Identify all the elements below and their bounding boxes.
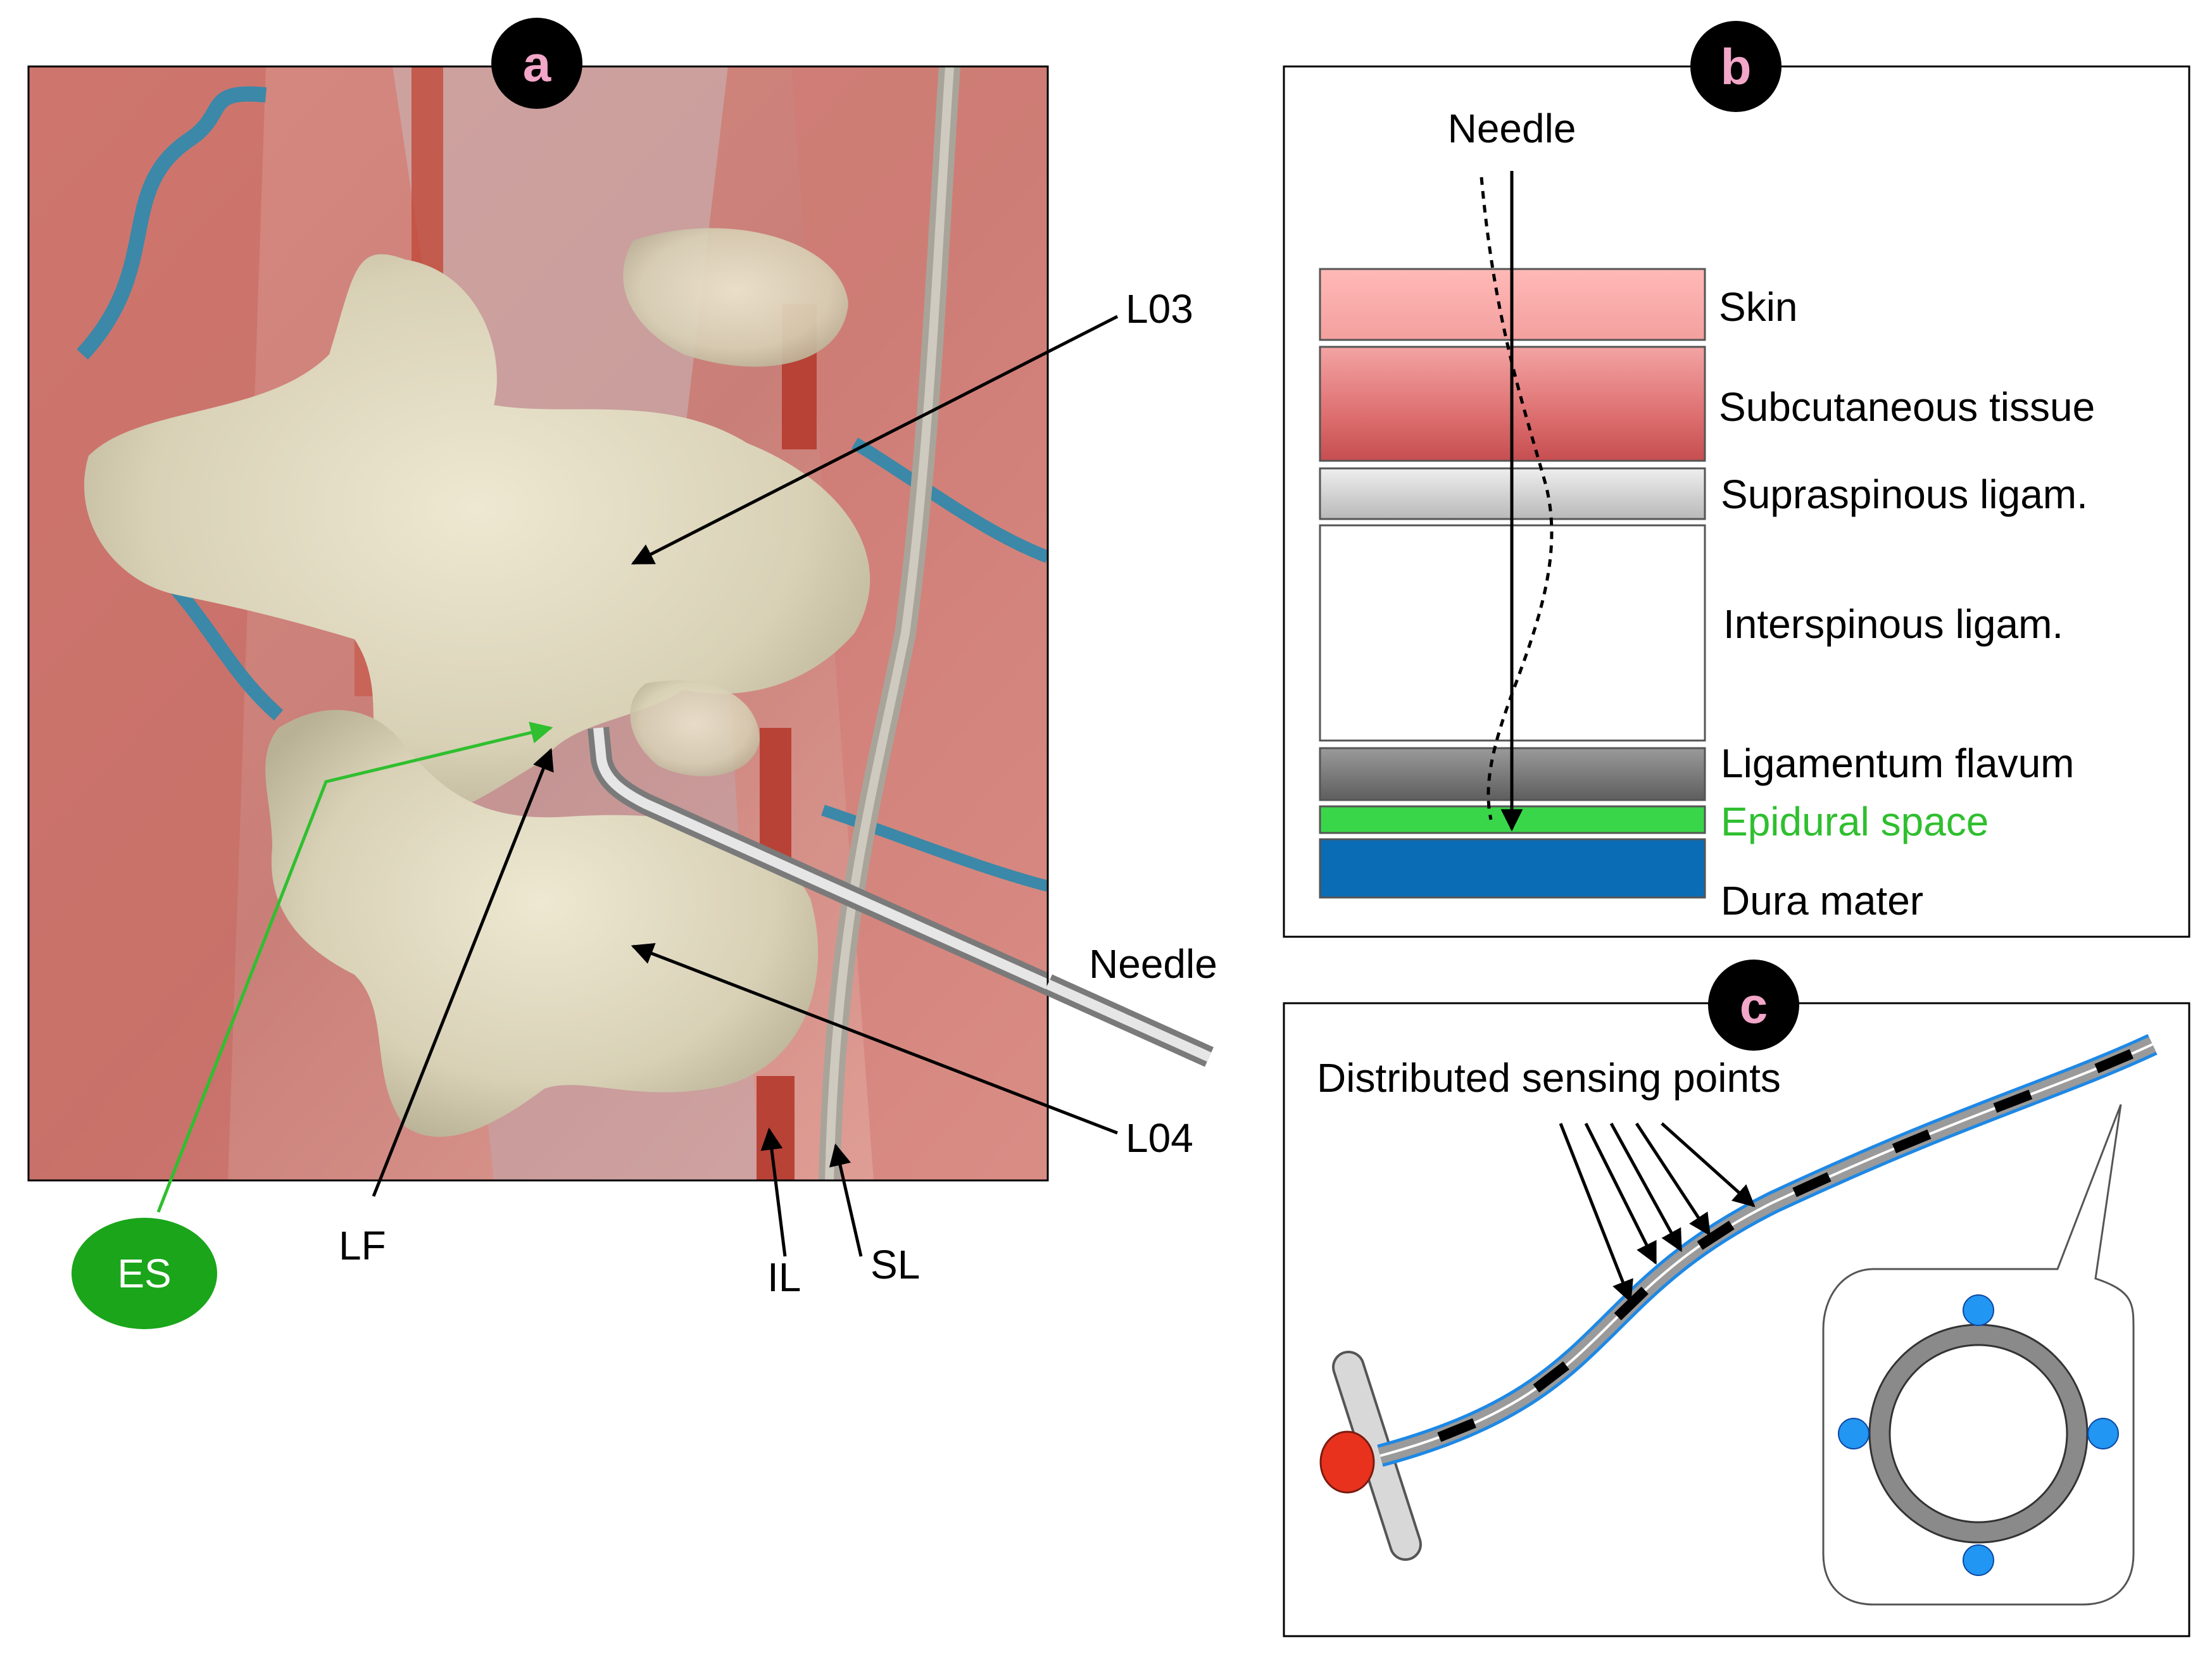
sensing-point-4 bbox=[1697, 1220, 1735, 1250]
needle-label-a: Needle bbox=[1089, 941, 1217, 987]
layer-label-supraspinous: Supraspinous ligam. bbox=[1721, 472, 2088, 517]
sensor-core-bottom bbox=[1963, 1544, 1994, 1576]
badge-b-label: b bbox=[1721, 39, 1752, 95]
es-label: ES bbox=[117, 1251, 171, 1296]
catheter-handle bbox=[1335, 1353, 1419, 1558]
es-badge bbox=[72, 1218, 217, 1329]
l04-arrow bbox=[631, 943, 1118, 1135]
sensing-arrow-2 bbox=[1584, 1122, 1657, 1265]
sensor-core-top bbox=[1963, 1294, 1994, 1326]
layer-dura bbox=[1319, 838, 1706, 899]
l04-label: L04 bbox=[1126, 1115, 1193, 1161]
lf-arrow bbox=[372, 748, 554, 1197]
lf-label: LF bbox=[339, 1223, 386, 1268]
layer-label-flavum: Ligamentum flavum bbox=[1721, 741, 2074, 786]
needle-deflected-path bbox=[1480, 177, 1554, 820]
sensing-point-5 bbox=[1792, 1172, 1832, 1198]
layer-label-epidural: Epidural space bbox=[1721, 799, 1989, 844]
panel-b: b Needle Skin Subcutaneous tissue Supras… bbox=[1283, 21, 2190, 938]
layer-label-dura: Dura mater bbox=[1721, 878, 1923, 923]
sensing-point-3 bbox=[1614, 1286, 1649, 1321]
fiber-core bbox=[1379, 1043, 2153, 1457]
panel-a: a L03 L04 Needle LF IL SL ES bbox=[27, 18, 1217, 1329]
es-arrow bbox=[156, 722, 553, 1213]
red-connector bbox=[1319, 1430, 1375, 1494]
sensing-arrow-3 bbox=[1609, 1122, 1683, 1253]
badge-b bbox=[1690, 21, 1782, 112]
l03-arrow bbox=[631, 315, 1119, 565]
sl-arrow bbox=[829, 1143, 863, 1257]
sensing-point-1 bbox=[1437, 1418, 1476, 1442]
layer-label-skin: Skin bbox=[1719, 284, 1798, 330]
badge-c bbox=[1708, 960, 1799, 1051]
il-arrow bbox=[760, 1127, 787, 1257]
il-label: IL bbox=[767, 1254, 801, 1300]
l03-label: L03 bbox=[1126, 286, 1193, 332]
sensing-point-6 bbox=[1892, 1129, 1932, 1154]
sensing-point-8 bbox=[2094, 1049, 2133, 1073]
sensing-arrow-5 bbox=[1661, 1122, 1756, 1208]
badge-c-label: c bbox=[1740, 977, 1768, 1034]
layer-label-subcutaneous: Subcutaneous tissue bbox=[1719, 384, 2095, 430]
sensing-point-7 bbox=[1993, 1089, 2033, 1113]
sensing-arrow-1 bbox=[1559, 1123, 1633, 1303]
needle-label-b: Needle bbox=[1448, 106, 1576, 151]
sensor-core-right bbox=[2087, 1418, 2119, 1449]
sl-label: SL bbox=[870, 1242, 920, 1287]
badge-a-label: a bbox=[523, 35, 551, 92]
sensing-arrow-4 bbox=[1635, 1122, 1711, 1236]
sensing-point-2 bbox=[1533, 1361, 1569, 1393]
anatomy-render bbox=[28, 66, 1048, 1180]
panel-c: c Distributed sensing points bbox=[1283, 960, 2190, 1637]
sensing-points-label: Distributed sensing points bbox=[1317, 1055, 1781, 1101]
sensor-core-left bbox=[1838, 1418, 1870, 1449]
badge-a bbox=[491, 18, 582, 109]
layer-label-interspinous: Interspinous ligam. bbox=[1723, 601, 2063, 647]
sensing-points bbox=[1437, 1049, 2133, 1442]
